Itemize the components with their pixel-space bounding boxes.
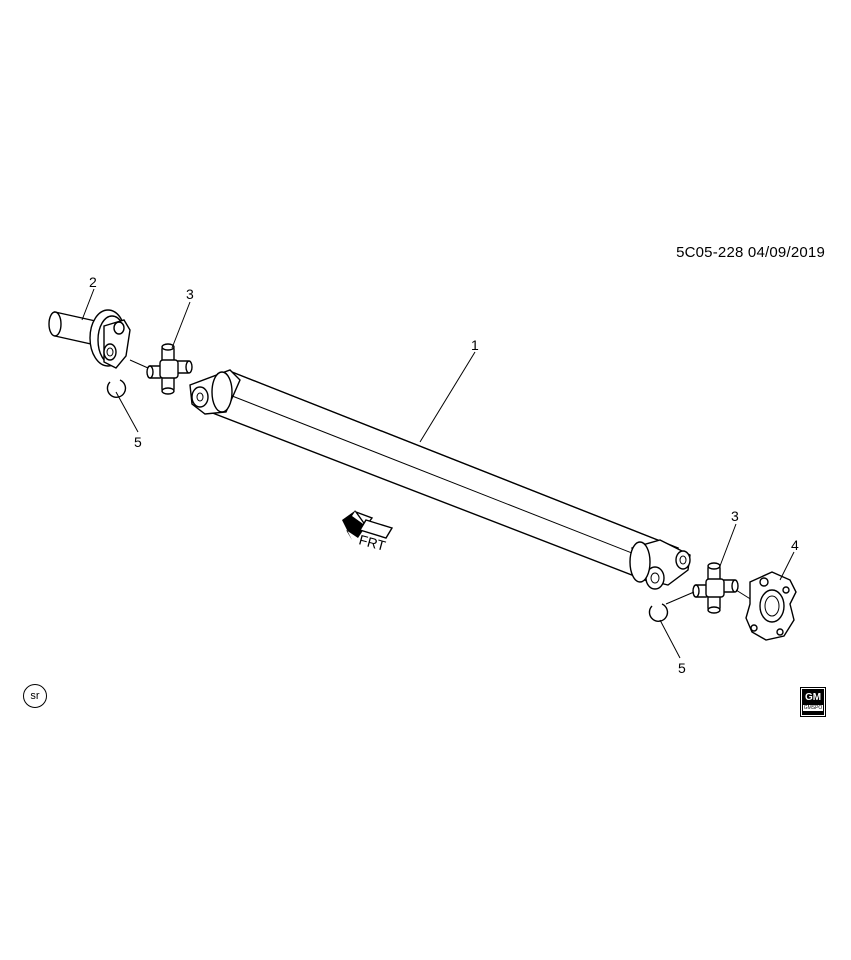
diagram-code: 5C05-228 04/09/2019 xyxy=(676,244,825,261)
front-slip-yoke xyxy=(48,309,131,369)
rear-retaining-ring xyxy=(648,603,669,622)
rear-universal-joint xyxy=(665,562,753,614)
gm-logo-main: GM xyxy=(804,692,822,703)
leader-ring-rear xyxy=(659,619,681,659)
direction-label: FRT xyxy=(357,531,388,554)
front-direction-arrow: FRT xyxy=(342,510,394,554)
gm-logo: GM GMSPO xyxy=(800,687,826,717)
callout-front-yoke: 2 xyxy=(89,274,97,290)
callout-joint-front: 3 xyxy=(186,286,194,302)
leader-flange xyxy=(779,551,795,581)
front-universal-joint xyxy=(129,343,193,395)
callout-ring-rear: 5 xyxy=(678,660,686,676)
leader-joint-rear xyxy=(719,523,737,567)
front-retaining-ring xyxy=(106,379,127,398)
leader-front-yoke xyxy=(81,288,95,321)
propeller-shaft-tube xyxy=(189,369,691,590)
callout-joint-rear: 3 xyxy=(731,508,739,524)
leader-joint-front xyxy=(171,301,191,349)
rear-flange-yoke xyxy=(745,571,797,641)
gm-logo-sub: GMSPO xyxy=(802,705,824,711)
callout-shaft: 1 xyxy=(471,337,479,353)
callout-ring-front: 5 xyxy=(134,434,142,450)
leader-ring-front xyxy=(115,391,139,433)
sr-badge: sr xyxy=(23,684,47,708)
leader-shaft xyxy=(419,351,476,443)
callout-flange: 4 xyxy=(791,537,799,553)
